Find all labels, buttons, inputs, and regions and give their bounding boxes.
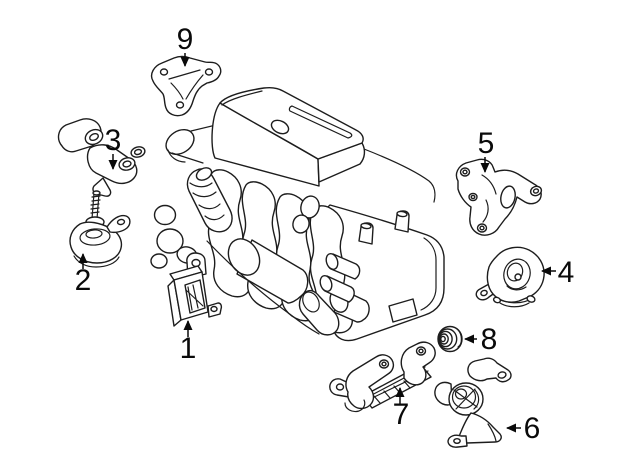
callout-number[interactable]: 3 (105, 124, 122, 157)
part-8-damper-drawing (437, 325, 463, 353)
callout-6[interactable]: 6 (506, 412, 541, 445)
callout-number[interactable]: 1 (180, 332, 197, 365)
callout-number[interactable]: 2 (75, 264, 92, 297)
callout-number[interactable]: 4 (558, 256, 575, 289)
callout-8[interactable]: 8 (464, 323, 498, 356)
callout-7[interactable]: 7 (393, 387, 410, 431)
part-9-bracket-drawing (150, 55, 222, 117)
engine-assembly-drawing (150, 86, 445, 342)
part-6-mount-drawing (434, 357, 512, 448)
callout-5[interactable]: 5 (478, 127, 495, 173)
part-4-mount-drawing (475, 246, 545, 308)
callouts-layer: 1 2 3 4 5 6 7 8 9 (75, 23, 575, 445)
part-1-bracket-drawing (167, 252, 223, 327)
part-7-bracket-drawing (329, 341, 436, 413)
part-2-mount-drawing (69, 190, 131, 268)
callout-number[interactable]: 5 (478, 127, 495, 160)
callout-number[interactable]: 7 (393, 398, 410, 431)
callout-number[interactable]: 9 (177, 23, 194, 56)
callout-3[interactable]: 3 (105, 124, 122, 170)
callout-9[interactable]: 9 (177, 23, 194, 67)
callout-1[interactable]: 1 (180, 320, 197, 365)
part-5-bracket-drawing (455, 158, 543, 236)
callout-number[interactable]: 8 (481, 323, 498, 356)
callout-2[interactable]: 2 (75, 253, 92, 297)
callout-4[interactable]: 4 (541, 256, 575, 289)
part-3-bracket-drawing (57, 118, 146, 197)
callout-number[interactable]: 6 (524, 412, 541, 445)
